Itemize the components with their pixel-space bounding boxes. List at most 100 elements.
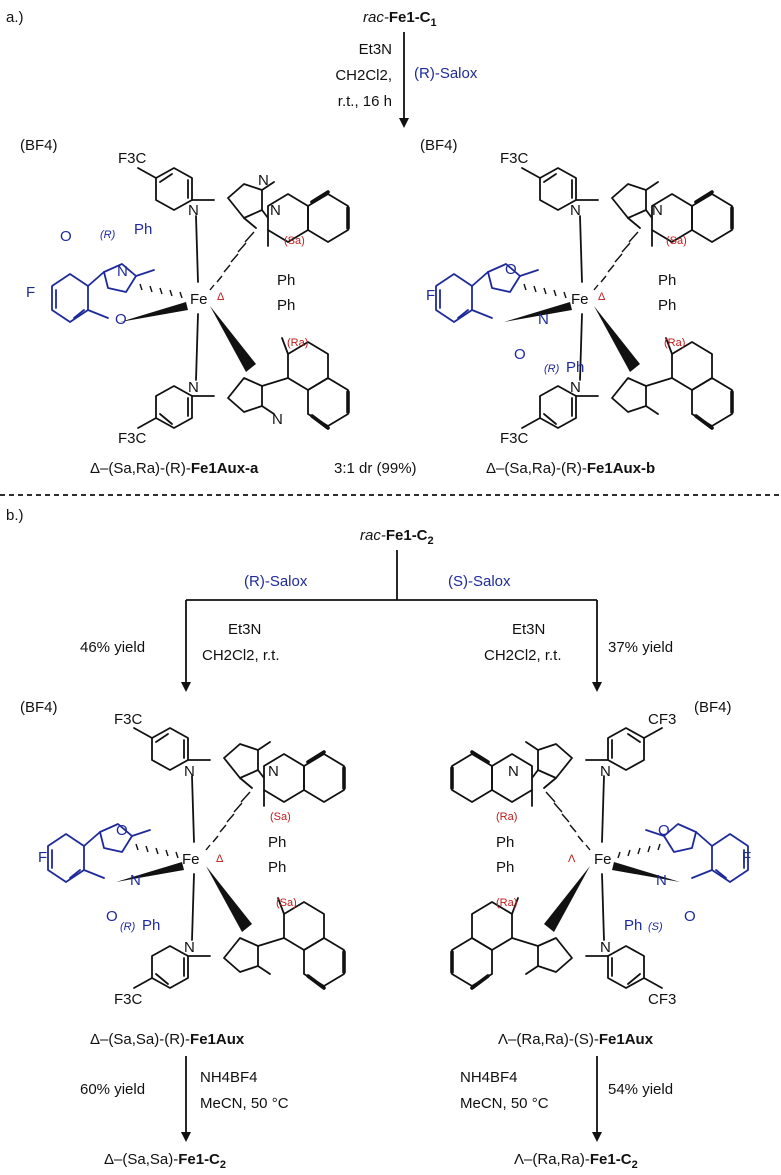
step2-cond-right-2: MeCN, 50 °C — [460, 1095, 549, 1112]
triazole-n3: N — [272, 411, 283, 428]
fluorine-atom: F — [742, 849, 751, 866]
oxazoline-o: O — [514, 346, 526, 363]
pyridine-n-top: N — [570, 202, 581, 219]
cf3-group-bottom: F3C — [114, 991, 143, 1008]
cond-right-2: CH2Cl2, r.t. — [484, 647, 562, 664]
step2-cond-left-1: NH4BF4 — [200, 1069, 258, 1086]
cf3-group-top: F3C — [500, 150, 529, 167]
panel-a-reagent-1: Et3N — [359, 41, 392, 58]
cf3-group-bottom: F3C — [118, 430, 147, 447]
panel-a-reagent-3: r.t., 16 h — [338, 93, 392, 110]
panel-b-branch-arrows — [181, 550, 602, 692]
iron-atom: Fe — [190, 291, 208, 308]
pyridine-n-top: N — [184, 763, 195, 780]
step2-cond-right-1: NH4BF4 — [460, 1069, 518, 1086]
fluorine-atom: F — [426, 287, 435, 304]
aux-phenyl: Ph — [566, 359, 584, 376]
pyridine-n-top: N — [600, 763, 611, 780]
oxazoline-o: O — [684, 908, 696, 925]
cf3-group-top: F3C — [114, 711, 143, 728]
phenyl-label-1: Ph — [658, 272, 676, 289]
counterion: (BF4) — [20, 699, 58, 716]
phenolate-o: O — [505, 261, 517, 278]
fluorine-atom: F — [26, 284, 35, 301]
phenyl-label-2: Ph — [277, 297, 295, 314]
aux-phenyl: Ph — [134, 221, 152, 238]
complex-fe1aux-a: (BF4) Fe Δ F3C F3C N N N N N (Sa) (Ra) P… — [20, 137, 350, 477]
cond-left-1: Et3N — [228, 621, 261, 638]
panel-a: a.) rac-Fe1-C1 Et3N CH2Cl2, r.t., 16 h (… — [6, 9, 734, 477]
product-right-name: Λ–(Ra,Ra)-(S)-Fe1Aux — [498, 1031, 654, 1048]
complex-fe1aux-b: (BF4) Fe Δ F3C F3C N N N (Sa) (Ra) Ph Ph… — [420, 137, 734, 477]
delta-label: Δ — [216, 853, 224, 865]
yield-left: 46% yield — [80, 639, 145, 656]
triazole-n: N — [268, 763, 279, 780]
complex-delta-fe1aux: (BF4) Fe Δ F3C F3C N N N (Sa) (Sa) Ph Ph… — [20, 699, 346, 1048]
stereo-ra: (Ra) — [664, 337, 685, 349]
final-right-name: Λ–(Ra,Ra)-Fe1-C2 — [514, 1151, 638, 1171]
phenyl-label-2: Ph — [496, 859, 514, 876]
aux-left: (R)-Salox — [244, 573, 308, 590]
diastereomeric-ratio: 3:1 dr (99%) — [334, 460, 417, 477]
panel-b-start-compound: rac-Fe1-C2 — [360, 527, 434, 547]
oxazoline-o: O — [106, 908, 118, 925]
phenolate-o: O — [115, 311, 127, 328]
phenyl-label-2: Ph — [268, 859, 286, 876]
triazole-n1: N — [258, 172, 269, 189]
aux-phenyl: Ph — [624, 917, 642, 934]
oxazoline-n: N — [117, 263, 128, 280]
fluorine-atom: F — [38, 849, 47, 866]
triazole-n2: N — [270, 202, 281, 219]
cf3-group-top: CF3 — [648, 711, 676, 728]
panel-a-label: a.) — [6, 9, 24, 26]
oxazoline-n: N — [656, 872, 667, 889]
pyridine-n-top: N — [188, 202, 199, 219]
triazole-n: N — [508, 763, 519, 780]
delta-label: Δ — [598, 291, 606, 303]
yield-right: 37% yield — [608, 639, 673, 656]
cond-right-1: Et3N — [512, 621, 545, 638]
stereo-r: (R) — [120, 921, 136, 933]
stereo-ra-2: (Ra) — [496, 897, 517, 909]
triazole-n: N — [652, 202, 663, 219]
panel-a-start-compound: rac-Fe1-C1 — [363, 9, 437, 29]
lambda-label: Λ — [568, 853, 576, 865]
phenolate-o: O — [658, 822, 670, 839]
oxazoline-n: N — [538, 311, 549, 328]
aux-phenyl: Ph — [142, 917, 160, 934]
stereo-s: (S) — [648, 921, 663, 933]
phenyl-label-1: Ph — [268, 834, 286, 851]
counterion: (BF4) — [420, 137, 458, 154]
aux-right: (S)-Salox — [448, 573, 511, 590]
stereo-sa: (Sa) — [666, 235, 687, 247]
stereo-sa-1: (Sa) — [270, 811, 291, 823]
pyridine-n-bottom: N — [188, 379, 199, 396]
panel-b: b.) rac-Fe1-C2 (R)-Salox (S)-Salox 46% y… — [6, 507, 751, 1171]
pyridine-n-bottom: N — [184, 939, 195, 956]
counterion: (BF4) — [694, 699, 732, 716]
delta-label: Δ — [217, 291, 225, 303]
stereo-ra: (Ra) — [287, 337, 308, 349]
step2-yield-right: 54% yield — [608, 1081, 673, 1098]
step2-yield-left: 60% yield — [80, 1081, 145, 1098]
iron-atom: Fe — [594, 851, 612, 868]
cond-left-2: CH2Cl2, r.t. — [202, 647, 280, 664]
phenyl-label-2: Ph — [658, 297, 676, 314]
pyridine-n-bottom: N — [570, 379, 581, 396]
stereo-sa-2: (Sa) — [276, 897, 297, 909]
phenyl-label-1: Ph — [277, 272, 295, 289]
step2-cond-left-2: MeCN, 50 °C — [200, 1095, 289, 1112]
product-b-name: Δ–(Sa,Ra)-(R)-Fe1Aux-b — [486, 460, 655, 477]
oxazoline-n: N — [130, 872, 141, 889]
cf3-group-top: F3C — [118, 150, 147, 167]
product-a-name: Δ–(Sa,Ra)-(R)-Fe1Aux-a — [90, 460, 259, 477]
final-left-name: Δ–(Sa,Sa)-Fe1-C2 — [104, 1151, 226, 1171]
panel-a-reagent-2: CH2Cl2, — [335, 67, 392, 84]
stereo-r: (R) — [100, 229, 116, 241]
panel-a-auxiliary: (R)-Salox — [414, 65, 478, 82]
phenolate-o: O — [116, 822, 128, 839]
cf3-group-bottom: CF3 — [648, 991, 676, 1008]
complex-lambda-fe1aux: (BF4) Fe Λ CF3 CF3 N N N (Ra) (Ra) Ph Ph… — [450, 699, 751, 1048]
iron-atom: Fe — [182, 851, 200, 868]
